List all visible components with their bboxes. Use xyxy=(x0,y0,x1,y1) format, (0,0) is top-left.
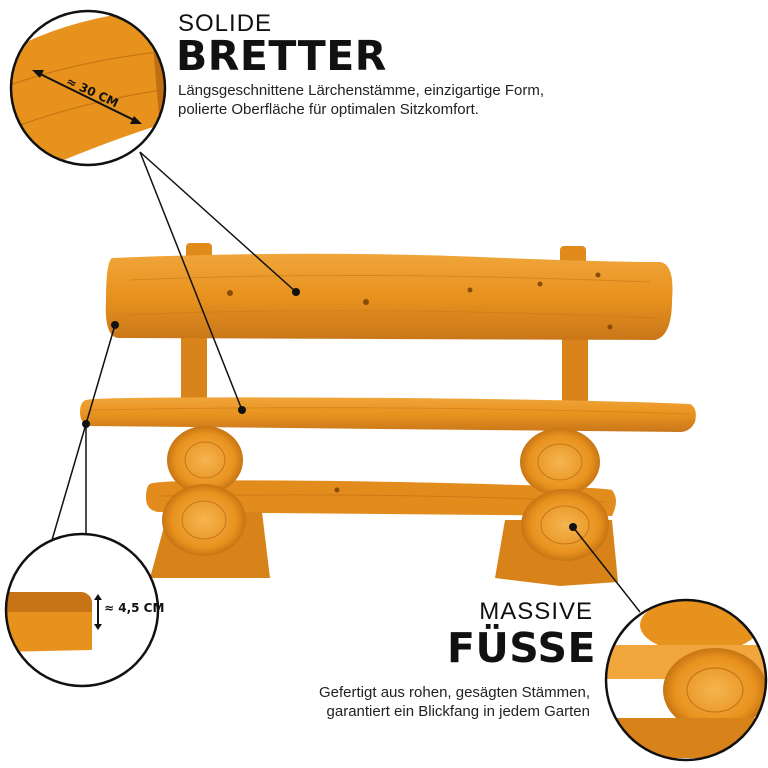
leg-right xyxy=(495,428,618,586)
seat-board xyxy=(80,397,696,432)
boards-description: Längsgeschnittene Lärchenstämme, einziga… xyxy=(178,81,628,119)
boards-description-line: polierte Oberfläche für optimalen Sitzko… xyxy=(178,101,479,118)
backrest-board xyxy=(105,253,673,340)
zoom-circle-legs xyxy=(604,598,768,762)
zoom-circle-board-thickness xyxy=(4,532,160,688)
boards-kicker: SOLIDE xyxy=(178,10,273,37)
boards-headline: BRETTER xyxy=(176,32,387,80)
dimension-thickness-label: ≈ 4,5 CM xyxy=(104,601,165,615)
legs-kicker: MASSIVE xyxy=(479,598,593,625)
callout-lines xyxy=(51,151,641,613)
legs-description: Gefertigt aus rohen, gesägten Stämmen, g… xyxy=(260,683,590,721)
leg-left xyxy=(150,426,270,578)
legs-description-line: garantiert ein Blickfang in jedem Garten xyxy=(326,703,590,720)
zoom-circle-board-width xyxy=(9,9,167,167)
callout-dots xyxy=(82,288,577,531)
legs-description-line: Gefertigt aus rohen, gesägten Stämmen, xyxy=(319,684,590,701)
legs-headline: FÜSSE xyxy=(446,624,596,672)
boards-description-line: Längsgeschnittene Lärchenstämme, einziga… xyxy=(178,82,545,99)
